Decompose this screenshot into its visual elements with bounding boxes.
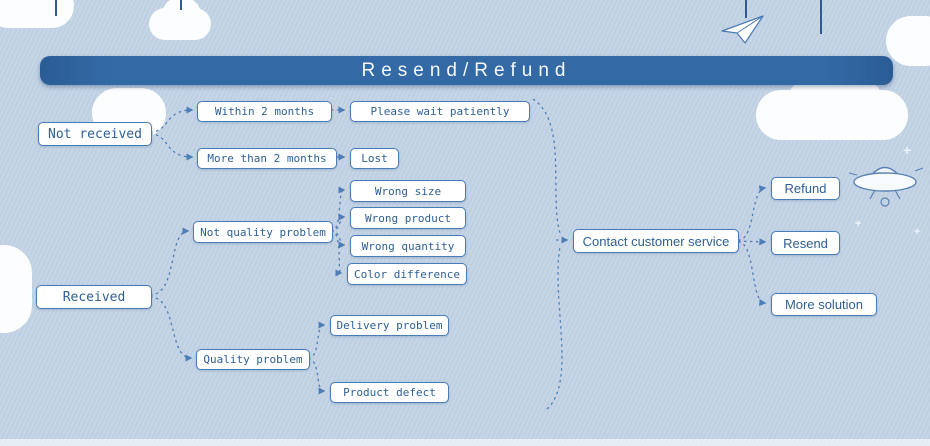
- page-title: Resend/Refund: [40, 56, 893, 85]
- node-received: Received: [36, 285, 152, 309]
- hanging-string: [55, 0, 57, 16]
- cloud-icon: [149, 0, 211, 40]
- node-refund: Refund: [771, 177, 840, 200]
- node-lost: Lost: [350, 148, 399, 169]
- ufo-icon: [848, 166, 924, 207]
- node-color-difference: Color difference: [347, 263, 467, 285]
- hanging-string: [180, 0, 182, 10]
- node-more-solution: More solution: [771, 293, 877, 316]
- cloud-icon: [756, 72, 908, 140]
- node-resend: Resend: [771, 231, 840, 255]
- sparkle-icon: +: [903, 142, 912, 158]
- cloud-icon: [0, 0, 74, 28]
- node-please-wait-patiently: Please wait patiently: [350, 101, 530, 122]
- sparkle-icon: +: [914, 226, 921, 238]
- node-contact-customer-service: Contact customer service: [573, 229, 739, 253]
- node-wrong-size: Wrong size: [350, 180, 466, 202]
- node-delivery-problem: Delivery problem: [330, 315, 449, 336]
- hanging-string: [820, 0, 822, 34]
- bottom-decorative-band: [0, 439, 930, 446]
- node-more-than-2-months: More than 2 months: [197, 148, 337, 169]
- node-wrong-quantity: Wrong quantity: [350, 235, 466, 257]
- node-within-2-months: Within 2 months: [197, 101, 332, 122]
- cloud-icon: [0, 245, 32, 333]
- node-product-defect: Product defect: [330, 382, 449, 403]
- hanging-string: [745, 0, 747, 18]
- node-not-received: Not received: [38, 122, 152, 146]
- paper-plane-icon: [721, 15, 764, 44]
- node-not-quality-problem: Not quality problem: [193, 221, 333, 243]
- node-quality-problem: Quality problem: [196, 349, 310, 370]
- sparkle-icon: +: [855, 218, 862, 230]
- cloud-icon: [886, 16, 930, 66]
- node-wrong-product: Wrong product: [350, 207, 466, 229]
